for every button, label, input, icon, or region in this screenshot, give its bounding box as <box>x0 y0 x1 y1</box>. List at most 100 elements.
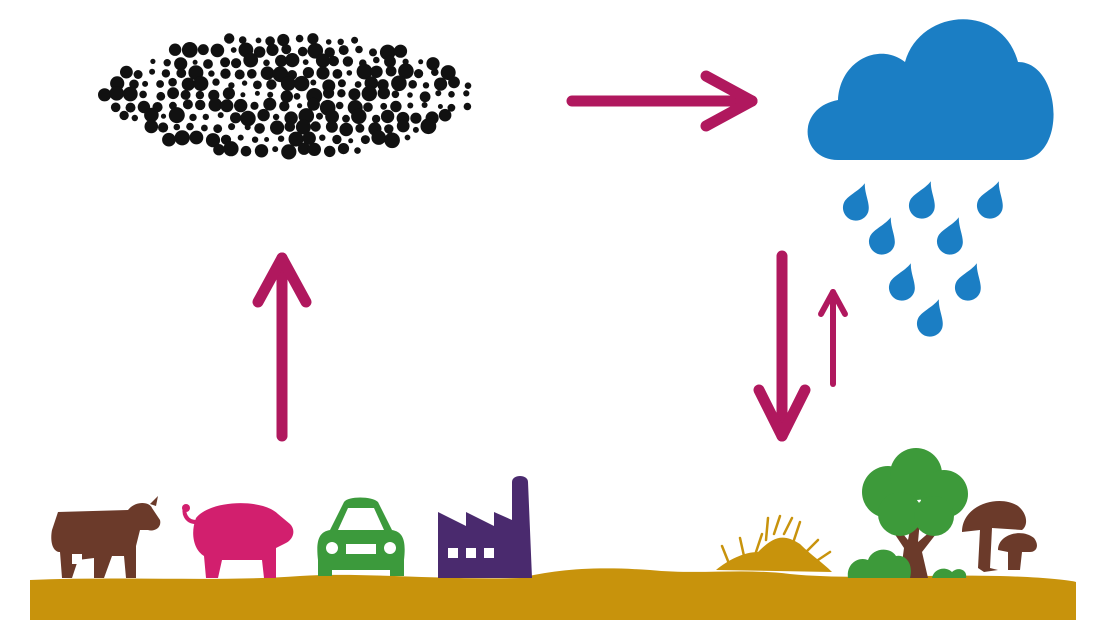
particle-dot <box>351 108 367 125</box>
particle-dot <box>440 65 456 81</box>
particle-dot <box>163 59 171 67</box>
particle-dot <box>250 101 259 110</box>
particle-dot <box>131 114 138 122</box>
particle-dot <box>263 97 277 111</box>
mushroom-icon <box>962 501 1037 572</box>
particle-dot <box>251 136 259 143</box>
particle-dot <box>337 38 344 45</box>
raindrops <box>842 181 1003 337</box>
particle-dot <box>253 80 262 90</box>
particle-dot <box>398 63 414 79</box>
particle-dot <box>267 91 274 98</box>
particle-dot <box>422 82 430 89</box>
particle-dot <box>129 79 139 90</box>
particle-dot <box>254 144 269 158</box>
particle-dot <box>174 57 188 71</box>
particle-dot <box>254 123 265 134</box>
particle-dot <box>316 66 330 80</box>
particle-dot <box>384 124 394 134</box>
particle-dot <box>348 138 354 144</box>
particle-dot <box>222 87 235 100</box>
particle-dot <box>412 126 419 133</box>
particle-dot <box>244 124 251 131</box>
particle-dot <box>220 57 231 68</box>
particle-dot <box>408 80 418 89</box>
particle-dot <box>285 53 300 68</box>
raindrop-icon <box>908 181 935 219</box>
particle-dot <box>255 37 262 44</box>
particle-dot <box>193 76 209 92</box>
particle-dot <box>195 90 205 100</box>
particle-dot <box>223 141 239 157</box>
particle-dot <box>234 98 248 113</box>
particle-dot <box>208 98 223 112</box>
raindrop-icon <box>868 217 895 255</box>
particle-dot <box>325 39 332 45</box>
particle-dot <box>463 102 472 111</box>
particle-dot <box>338 45 349 56</box>
particle-dot <box>380 102 388 110</box>
particle-dot <box>402 58 409 65</box>
particle-dot <box>297 103 303 109</box>
grass-icon <box>716 514 832 572</box>
particle-dot <box>307 33 319 45</box>
particle-dot <box>208 89 220 101</box>
particle-dot <box>279 101 290 112</box>
particle-dot <box>391 75 407 92</box>
particle-dot <box>212 78 220 86</box>
particle-dot <box>390 100 402 113</box>
particle-dot <box>426 57 440 71</box>
particle-dot <box>228 82 235 89</box>
particle-dot <box>230 112 242 124</box>
particle-dot <box>122 86 138 102</box>
particle-dot <box>149 68 156 75</box>
particle-dot <box>265 36 275 46</box>
particle-dot <box>355 123 365 133</box>
particle-dot <box>435 90 442 97</box>
particle-dot <box>257 108 270 122</box>
particle-dot <box>391 90 400 99</box>
particle-dot <box>370 65 383 79</box>
particle-dot <box>266 43 279 57</box>
particle-dot <box>281 44 292 55</box>
particle-dot <box>230 47 237 53</box>
arrows <box>252 70 848 442</box>
particle-dot <box>373 56 380 64</box>
particle-dot <box>125 102 136 113</box>
particle-dot <box>315 53 331 68</box>
particle-dot <box>281 144 297 160</box>
particle-dot <box>294 75 310 92</box>
particle-dot <box>208 70 215 77</box>
particle-dot <box>202 113 209 121</box>
particle-dot <box>162 132 176 147</box>
particle-dot <box>228 123 236 131</box>
particle-dot <box>325 109 339 124</box>
particle-dot <box>189 113 197 122</box>
particle-dot <box>181 42 198 58</box>
particle-dot <box>421 102 428 108</box>
particle-dot <box>384 55 396 68</box>
particle-dot <box>302 131 316 145</box>
particle-dot <box>371 130 387 145</box>
particle-dot <box>272 113 280 121</box>
particle-dot <box>142 80 149 87</box>
particle-dot <box>307 97 320 111</box>
particle-dot <box>181 77 195 91</box>
particle-dot <box>203 59 213 69</box>
particle-dot <box>133 70 143 79</box>
particle-dot <box>254 90 260 96</box>
particle-dot <box>270 120 285 135</box>
particle-dot <box>337 143 350 155</box>
particle-dot <box>237 134 244 141</box>
particle-dot <box>156 80 165 88</box>
particle-dot <box>150 58 156 64</box>
particle-dot <box>410 112 422 124</box>
tree-icon <box>862 448 968 578</box>
particle-dot <box>464 82 472 89</box>
particle-dot <box>371 114 381 124</box>
particle-dot <box>437 104 443 109</box>
raindrop-icon <box>976 181 1003 219</box>
particle-dot <box>434 77 448 91</box>
particle-dot <box>224 33 235 44</box>
